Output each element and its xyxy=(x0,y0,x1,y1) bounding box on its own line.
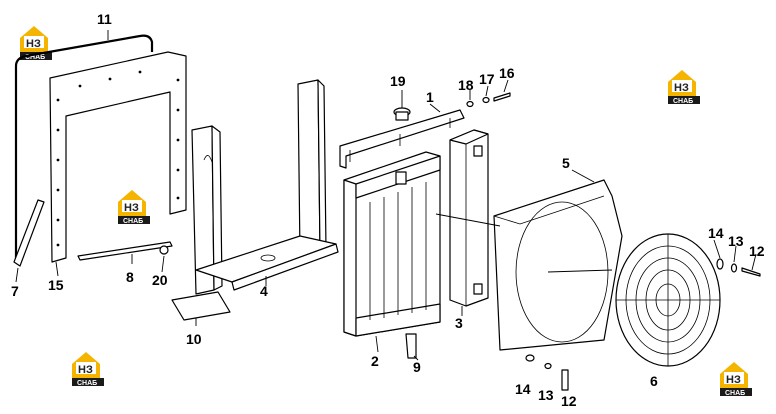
watermark-logo: НЗ СНАБ xyxy=(20,26,52,61)
filler-cap xyxy=(393,107,411,121)
seal-strip xyxy=(14,34,154,262)
watermark-caption: СНАБ xyxy=(673,98,693,105)
radiator-fins xyxy=(369,182,427,320)
callout-5: 5 xyxy=(562,155,570,171)
watermark-logo: НЗ СНАБ xyxy=(668,70,700,105)
callout-8: 8 xyxy=(126,269,134,285)
callout-1: 1 xyxy=(426,89,434,105)
fastener-set-top xyxy=(466,92,511,108)
fastener-set-upper xyxy=(716,258,761,277)
callout-10: 10 xyxy=(186,331,202,347)
callout-9: 9 xyxy=(413,359,421,375)
callout-14a: 14 xyxy=(708,225,724,241)
callout-12a: 12 xyxy=(749,243,765,259)
nut xyxy=(159,245,169,255)
callout-14b: 14 xyxy=(515,381,531,397)
callout-13a: 13 xyxy=(728,233,744,249)
drain-bolt xyxy=(405,333,417,359)
callout-19: 19 xyxy=(390,73,406,89)
callout-12b: 12 xyxy=(561,393,577,409)
watermark-letters: НЗ xyxy=(726,374,741,386)
callout-7: 7 xyxy=(11,283,19,299)
cover-plate xyxy=(49,51,187,263)
flat-bar xyxy=(77,241,173,261)
watermark-logo: НЗ СНАБ xyxy=(118,190,150,225)
callout-4: 4 xyxy=(260,283,268,299)
callout-13b: 13 xyxy=(538,387,554,403)
callout-3: 3 xyxy=(455,315,463,331)
watermark-logo: НЗ СНАБ xyxy=(720,362,752,397)
watermark-letters: НЗ xyxy=(78,364,93,376)
watermark-letters: НЗ xyxy=(26,38,41,50)
top-bracket xyxy=(339,109,465,169)
watermark-caption: СНАБ xyxy=(25,54,45,61)
callout-18: 18 xyxy=(458,77,474,93)
callout-17: 17 xyxy=(479,71,495,87)
stay-rod xyxy=(13,199,45,267)
fan-guard xyxy=(615,233,721,367)
cover-plate-holes xyxy=(56,70,180,247)
watermark-caption: СНАБ xyxy=(123,218,143,225)
callout-16: 16 xyxy=(499,65,515,81)
watermark-logo: НЗ СНАБ xyxy=(72,352,104,387)
callout-2: 2 xyxy=(371,353,379,369)
fan-shroud xyxy=(493,179,623,351)
radiator-core xyxy=(343,151,441,337)
base-plate xyxy=(171,291,231,321)
callout-11: 11 xyxy=(97,11,112,27)
side-tank xyxy=(449,129,489,307)
watermark-letters: НЗ xyxy=(674,82,689,94)
watermark-caption: СНАБ xyxy=(725,390,745,397)
watermark-caption: СНАБ xyxy=(77,380,97,387)
leader-lines xyxy=(15,30,757,361)
callout-6: 6 xyxy=(650,373,658,389)
mounting-frame xyxy=(191,79,339,295)
fastener-set-lower xyxy=(525,354,569,391)
callout-20: 20 xyxy=(152,272,168,288)
callout-labels: 11 1 19 18 17 16 5 14 13 12 3 2 9 4 10 2… xyxy=(11,11,765,409)
callout-15: 15 xyxy=(48,277,64,293)
watermark-letters: НЗ xyxy=(124,202,139,214)
